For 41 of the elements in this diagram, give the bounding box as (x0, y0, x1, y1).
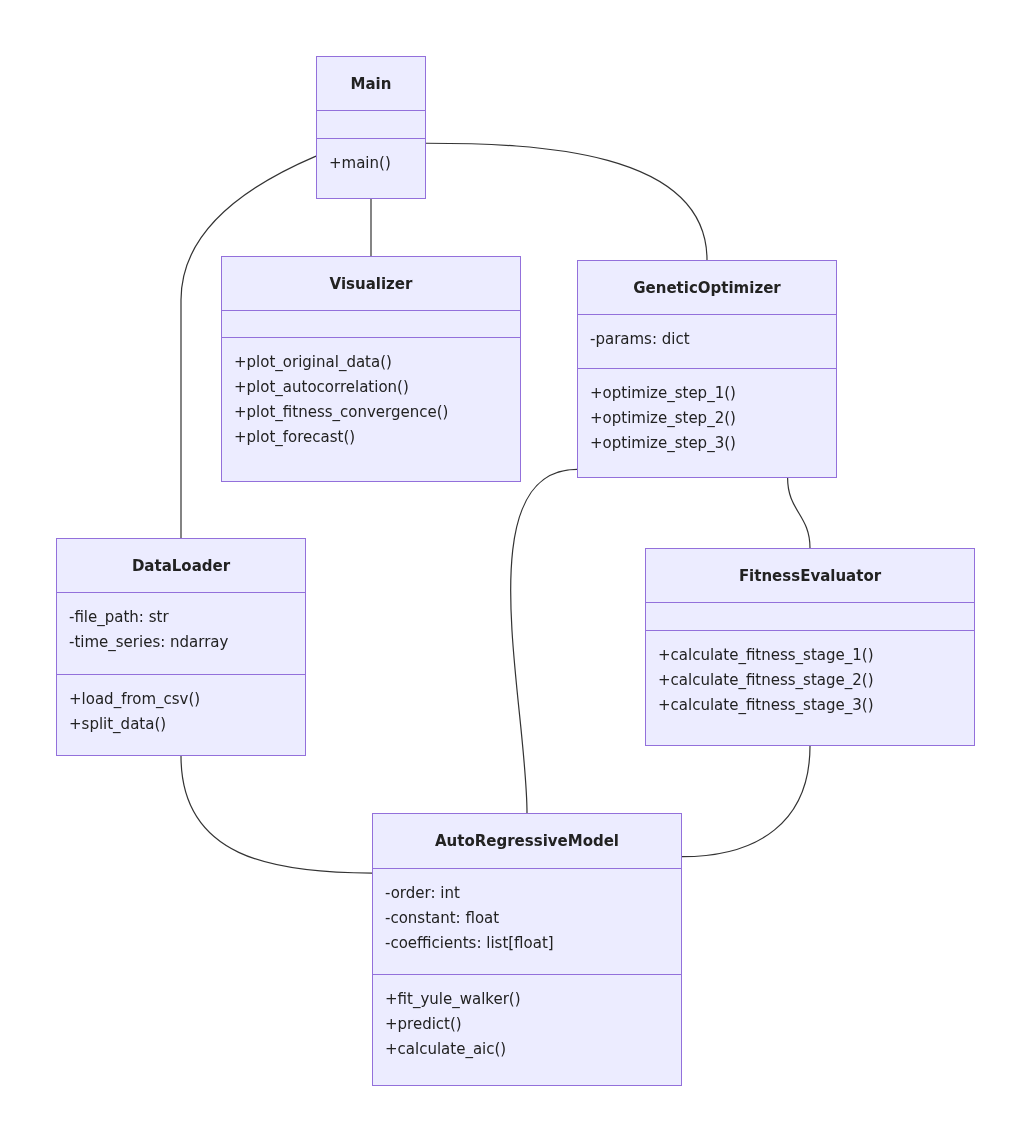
association-line (510, 468, 578, 814)
member-text: +plot_autocorrelation() (234, 377, 410, 399)
association-line (180, 755, 373, 874)
class-name: DataLoader (131, 556, 231, 575)
class-box (372, 813, 682, 1086)
class-box (577, 260, 837, 478)
class-name: AutoRegressiveModel (435, 831, 619, 850)
member-text: +optimize_step_2() (590, 408, 737, 429)
member-text: +split_data() (69, 713, 168, 735)
association-line (787, 477, 811, 549)
member-text: -coefficients: list[float] (385, 932, 555, 954)
member-text: +plot_original_data() (234, 352, 393, 374)
class-box (56, 538, 306, 756)
member-text: +fit_yule_walker() (385, 988, 522, 1010)
class-name: GeneticOptimizer (633, 278, 781, 297)
member-text: +plot_fitness_convergence() (234, 402, 450, 424)
association-line (425, 142, 708, 261)
association-line (180, 155, 317, 539)
member-text: -order: int (385, 882, 461, 904)
member-text: +calculate_aic() (385, 1038, 508, 1060)
class-box (316, 56, 426, 199)
association-line (681, 745, 811, 858)
member-text: +load_from_csv() (69, 688, 202, 710)
member-text: +calculate_fitness_stage_2() (658, 670, 875, 692)
member-text: +optimize_step_1() (590, 383, 737, 404)
class-name: Main (350, 74, 392, 93)
association-line (370, 198, 372, 257)
member-text: +optimize_step_3() (590, 433, 737, 454)
member-text: -constant: float (385, 907, 501, 929)
class-name: Visualizer (329, 274, 413, 293)
member-text: -time_series: ndarray (69, 632, 230, 654)
member-text: +predict() (385, 1013, 463, 1035)
member-text: +main() (329, 152, 392, 174)
class-name: FitnessEvaluator (738, 566, 882, 585)
member-text: -file_path: str (69, 607, 170, 629)
member-text: +calculate_fitness_stage_3() (658, 695, 875, 717)
member-text: +plot_forecast() (234, 427, 357, 449)
class-box (645, 548, 975, 746)
member-text: +calculate_fitness_stage_1() (658, 645, 875, 667)
member-text: -params: dict (590, 329, 691, 351)
class-box (221, 256, 521, 482)
